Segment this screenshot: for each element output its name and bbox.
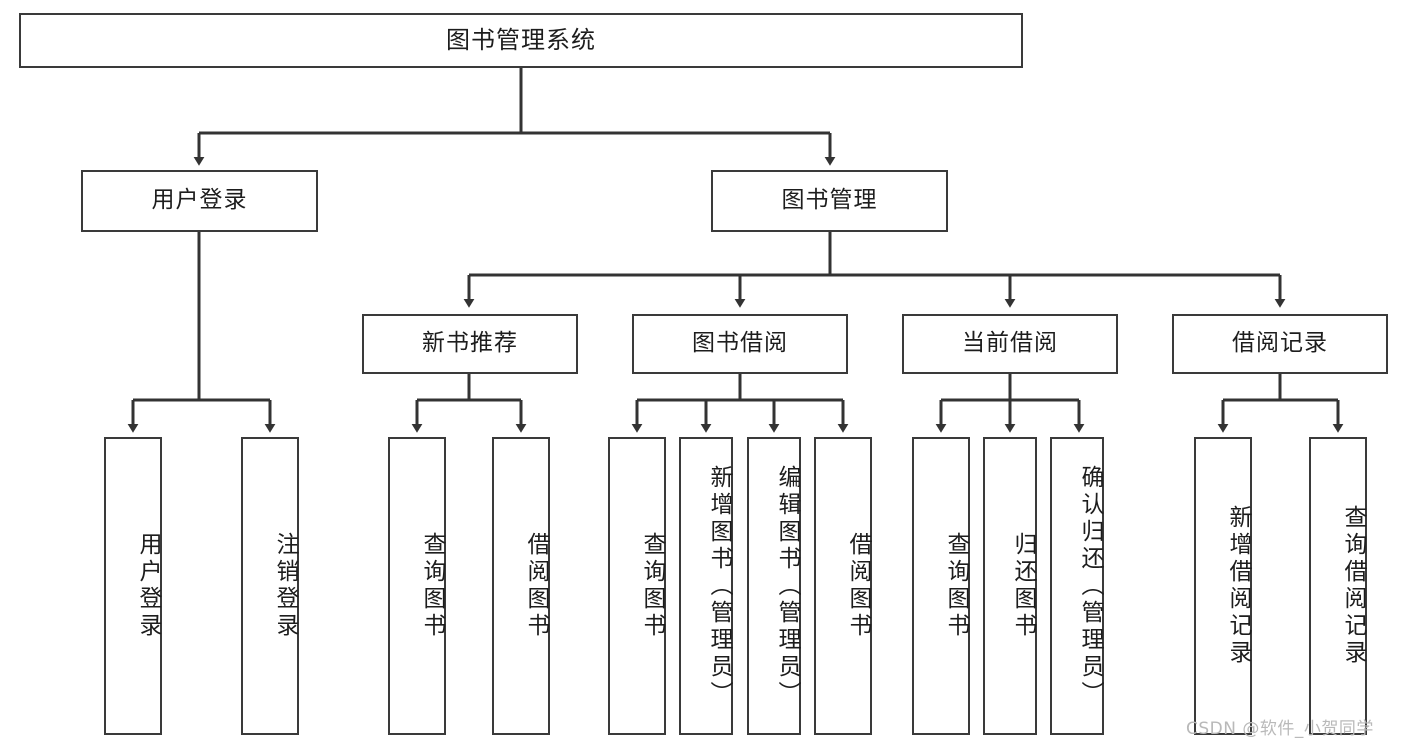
leaf-label: 用户登录 bbox=[135, 532, 161, 640]
node-book-management[interactable]: 图书管理 bbox=[711, 170, 948, 232]
node-current-borrow[interactable]: 当前借阅 bbox=[902, 314, 1118, 374]
csdn-watermark: CSDN @软件_小贺同学 bbox=[1186, 719, 1374, 739]
leaf-current-borrow-query[interactable]: 查询图书 bbox=[912, 437, 970, 735]
leaf-book-borrow-query[interactable]: 查询图书 bbox=[608, 437, 666, 735]
leaf-user-login-login[interactable]: 用户登录 bbox=[104, 437, 162, 735]
leaf-label: 查询图书 bbox=[419, 532, 445, 640]
leaf-label: 借阅图书 bbox=[523, 532, 549, 640]
node-book-borrow[interactable]: 图书借阅 bbox=[632, 314, 848, 374]
leaf-label: 编辑图书（管理员） bbox=[774, 464, 800, 708]
node-borrow-record[interactable]: 借阅记录 bbox=[1172, 314, 1388, 374]
leaf-book-borrow-borrow[interactable]: 借阅图书 bbox=[814, 437, 872, 735]
leaf-borrow-record-query[interactable]: 查询借阅记录 bbox=[1309, 437, 1367, 735]
leaf-user-login-logout[interactable]: 注销登录 bbox=[241, 437, 299, 735]
leaf-label: 查询图书 bbox=[943, 532, 969, 640]
leaf-label: 查询图书 bbox=[639, 532, 665, 640]
leaf-book-borrow-add[interactable]: 新增图书（管理员） bbox=[679, 437, 733, 735]
leaf-label: 注销登录 bbox=[272, 532, 298, 640]
leaf-new-book-borrow[interactable]: 借阅图书 bbox=[492, 437, 550, 735]
leaf-book-borrow-edit[interactable]: 编辑图书（管理员） bbox=[747, 437, 801, 735]
leaf-label: 借阅图书 bbox=[845, 532, 871, 640]
leaf-label: 查询借阅记录 bbox=[1340, 505, 1366, 667]
leaf-new-book-query[interactable]: 查询图书 bbox=[388, 437, 446, 735]
leaf-label: 新增图书（管理员） bbox=[706, 464, 732, 708]
leaf-label: 新增借阅记录 bbox=[1225, 505, 1251, 667]
node-root-system[interactable]: 图书管理系统 bbox=[19, 13, 1023, 68]
leaf-label: 确认归还（管理员） bbox=[1077, 464, 1103, 708]
leaf-current-borrow-return[interactable]: 归还图书 bbox=[983, 437, 1037, 735]
node-new-book-recommend[interactable]: 新书推荐 bbox=[362, 314, 578, 374]
leaf-current-borrow-confirm[interactable]: 确认归还（管理员） bbox=[1050, 437, 1104, 735]
leaf-borrow-record-add[interactable]: 新增借阅记录 bbox=[1194, 437, 1252, 735]
leaf-label: 归还图书 bbox=[1010, 532, 1036, 640]
node-user-login[interactable]: 用户登录 bbox=[81, 170, 318, 232]
